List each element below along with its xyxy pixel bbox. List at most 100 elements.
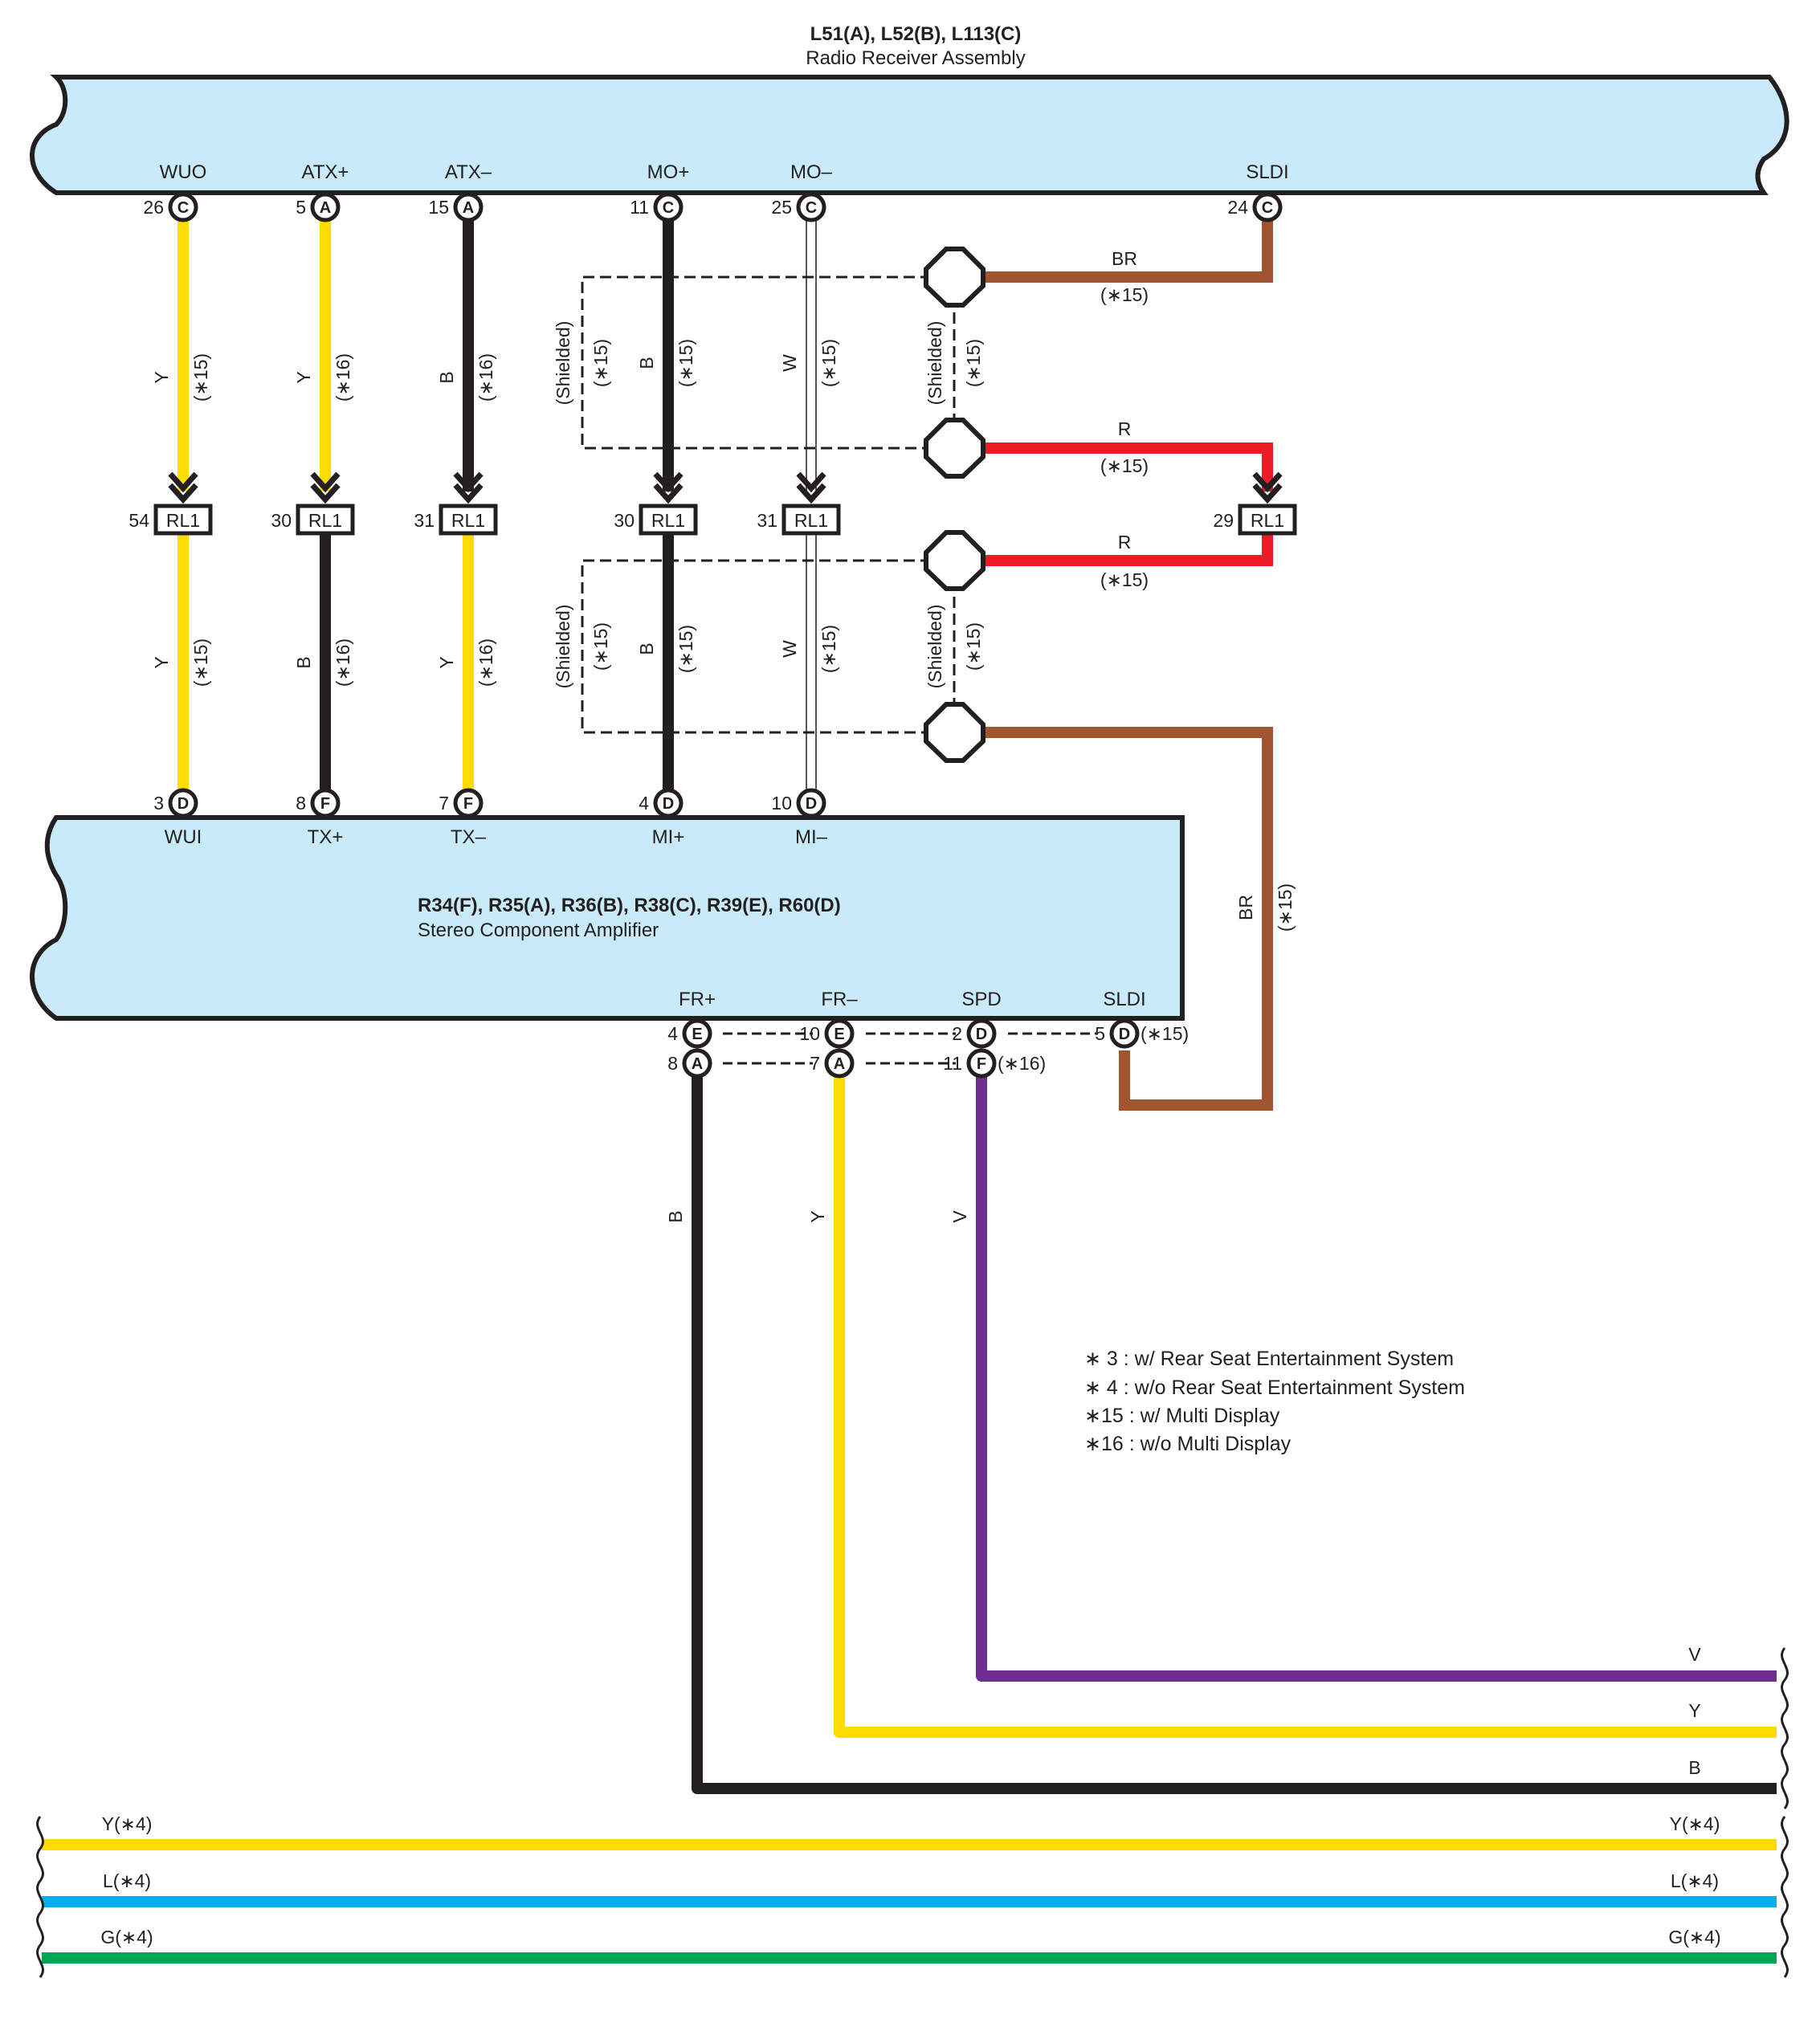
svg-text:3: 3 (153, 793, 164, 814)
svg-text:W: W (779, 640, 800, 658)
wire-br-vertical (983, 727, 1273, 1111)
amplifier-bottom-terminals: E 4 E 10 D 2 D 5 (∗15) A 8 A 7 (667, 1018, 1189, 1079)
svg-text:11: 11 (630, 197, 649, 218)
svg-text:(∗16): (∗16) (475, 638, 496, 687)
shield-terminal (924, 418, 985, 479)
svg-text:G(∗4): G(∗4) (1668, 1927, 1720, 1948)
rl1-connector: RL1 54 (129, 471, 213, 536)
svg-text:RL1: RL1 (794, 510, 828, 531)
svg-text:54: 54 (129, 510, 149, 531)
svg-text:E: E (692, 1026, 702, 1043)
legend: ∗ 3 : w/ Rear Seat Entertainment System … (1084, 1348, 1465, 1455)
shield-terminal (924, 702, 985, 763)
svg-text:(∗15): (∗15) (963, 622, 984, 671)
svg-text:(∗15): (∗15) (590, 622, 611, 671)
svg-text:(∗16): (∗16) (475, 353, 496, 402)
amplifier-pin-label: SLDI (1103, 989, 1145, 1010)
svg-text:C: C (663, 199, 674, 217)
svg-text:A: A (834, 1055, 845, 1073)
amplifier-pin-label: MI– (795, 826, 828, 848)
svg-text:G(∗4): G(∗4) (100, 1927, 153, 1948)
terminal: D 3 (153, 788, 198, 818)
radio-receiver-assembly: L51(A), L52(B), L113(C) Radio Receiver A… (30, 23, 1789, 195)
svg-text:4: 4 (667, 1023, 678, 1044)
rl1-connectors: RL1 54 RL1 30 RL1 31 RL1 30 (129, 471, 1297, 536)
svg-text:B: B (1688, 1757, 1700, 1778)
shield-terminal (924, 530, 985, 591)
wire-br-top (983, 207, 1273, 283)
svg-text:RL1: RL1 (166, 510, 200, 531)
svg-text:11: 11 (943, 1053, 962, 1074)
svg-text:A: A (463, 199, 474, 217)
svg-text:RL1: RL1 (1251, 510, 1284, 531)
wire-y-output (834, 1076, 1777, 1738)
receiver-pin-label: ATX– (445, 161, 492, 183)
svg-text:8: 8 (667, 1053, 678, 1074)
svg-text:Y: Y (293, 371, 314, 383)
svg-text:8: 8 (296, 793, 306, 814)
amplifier-pin-label: TX– (451, 826, 487, 848)
svg-text:(∗15): (∗15) (1100, 455, 1149, 476)
svg-text:BR: BR (1112, 248, 1137, 269)
terminal: C 11 (630, 192, 684, 222)
svg-text:7: 7 (439, 793, 449, 814)
wire-v-output (976, 1076, 1777, 1682)
svg-text:C: C (806, 199, 817, 217)
rl1-connector: RL1 30 (614, 471, 698, 536)
svg-text:C: C (1262, 199, 1273, 217)
wire-r-bottom (983, 534, 1273, 566)
legend-item: ∗16 : w/o Multi Display (1084, 1433, 1292, 1455)
terminal-note: (∗16) (998, 1053, 1046, 1074)
terminal: A 8 (667, 1048, 712, 1079)
receiver-title: L51(A), L52(B), L113(C) (810, 23, 1022, 45)
svg-text:D: D (1119, 1026, 1130, 1043)
svg-text:(∗15): (∗15) (963, 339, 984, 387)
amplifier-pin-label: FR– (821, 989, 858, 1010)
svg-text:5: 5 (1095, 1023, 1105, 1044)
wire-b-output (692, 1076, 1777, 1794)
svg-text:(∗16): (∗16) (333, 638, 353, 687)
svg-text:(∗15): (∗15) (675, 339, 696, 387)
through-wires (42, 1839, 1777, 1964)
svg-text:30: 30 (614, 510, 635, 531)
svg-text:10: 10 (771, 793, 792, 814)
output-wire-labels: B Y V V Y B (665, 1210, 1701, 1778)
svg-text:D: D (976, 1026, 987, 1043)
shield-terminal (924, 247, 985, 308)
receiver-pin-label: MO+ (647, 161, 690, 183)
terminal: F 8 (296, 788, 341, 818)
receiver-terminals: C 26 A 5 A 15 C 11 C 25 C 24 (143, 192, 1283, 222)
svg-text:25: 25 (771, 197, 792, 218)
svg-text:BR: BR (1235, 895, 1256, 920)
terminal: A 7 (810, 1048, 855, 1079)
legend-item: ∗15 : w/ Multi Display (1084, 1405, 1280, 1427)
wire-r-top (983, 443, 1273, 491)
svg-text:(∗15): (∗15) (590, 339, 611, 387)
svg-text:D: D (178, 795, 189, 813)
amplifier-top-terminals: D 3 F 8 F 7 D 4 D 10 (153, 788, 826, 818)
svg-text:Y: Y (807, 1210, 828, 1222)
receiver-pin-label: MO– (790, 161, 833, 183)
svg-text:L(∗4): L(∗4) (1671, 1870, 1719, 1891)
terminal: A 15 (428, 192, 484, 222)
shield-boxes (581, 275, 956, 734)
through-wire-labels: Y(∗4) Y(∗4) L(∗4) L(∗4) G(∗4) G(∗4) (100, 1813, 1720, 1948)
receiver-pin-label: ATX+ (302, 161, 349, 183)
svg-text:R: R (1118, 532, 1132, 553)
terminal: E 4 (667, 1018, 712, 1049)
svg-text:B: B (665, 1210, 686, 1222)
svg-text:5: 5 (296, 197, 306, 218)
upper-wires (178, 207, 817, 491)
terminal-note: (∗15) (1141, 1023, 1189, 1044)
legend-item: ∗ 4 : w/o Rear Seat Entertainment System (1084, 1377, 1465, 1399)
terminal: D 10 (771, 788, 826, 818)
svg-text:C: C (178, 199, 189, 217)
svg-text:24: 24 (1227, 197, 1248, 218)
amplifier-pin-label: SPD (961, 989, 1001, 1010)
svg-text:B: B (436, 371, 457, 383)
rl1-connector: RL1 31 (757, 471, 841, 536)
shield-terminals (924, 247, 985, 763)
rl1-connector: RL1 29 (1213, 471, 1297, 536)
svg-text:2: 2 (952, 1023, 962, 1044)
